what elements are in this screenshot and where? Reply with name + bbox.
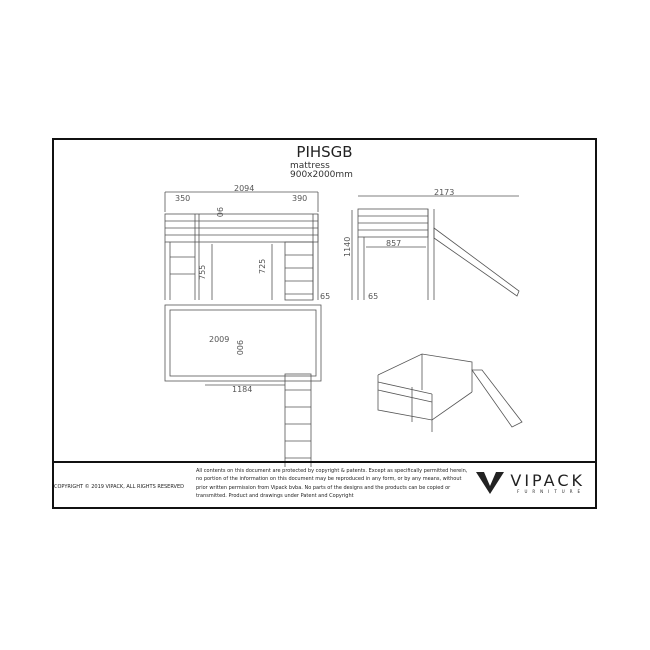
side-view: 2173 1140 857 65: [343, 188, 520, 301]
top-view: 2009 900 1184: [164, 304, 322, 467]
dim-top-offset: 1184: [232, 385, 252, 394]
dim-top-width: 900: [235, 340, 244, 355]
dim-front-post: 65: [320, 292, 330, 301]
logo-subtext: FURNITURE: [517, 488, 585, 494]
legal-line: transmitted. Product and drawings under …: [196, 493, 354, 500]
dim-front-h1: 755: [198, 265, 207, 280]
dim-front-rail: 90: [215, 207, 224, 217]
drawing-sheet: PIHSGB mattress 900x2000mm 2094 350 390 …: [52, 138, 597, 509]
legal-notice: All contents on this document are protec…: [196, 467, 467, 501]
vipack-logo: VIPACK FURNITURE: [476, 472, 585, 494]
mattress-size: 900x2000mm: [290, 170, 353, 180]
dim-front-left: 350: [175, 194, 190, 203]
dim-side-inner: 857: [386, 239, 401, 248]
copyright-text: COPYRIGHT © 2019 VIPACK, ALL RIGHTS RESE…: [54, 484, 184, 490]
dim-top-length: 2009: [209, 335, 229, 344]
mattress-label: mattress: [290, 161, 330, 171]
dim-front-total: 2094: [234, 184, 254, 193]
technical-drawing: 2094 350 390 90 755 725 65 2173 1140 857…: [164, 184, 523, 467]
dim-front-h2: 725: [258, 259, 267, 274]
logo-text: VIPACK: [510, 470, 585, 490]
product-code: PIHSGB: [296, 143, 353, 161]
title-block: COPYRIGHT © 2019 VIPACK, ALL RIGHTS RESE…: [54, 461, 595, 507]
legal-line: All contents on this document are protec…: [196, 468, 468, 474]
dim-side-post: 65: [368, 292, 378, 301]
dim-side-total: 2173: [434, 188, 454, 197]
vipack-logo-mark-icon: [476, 472, 505, 494]
dim-front-right: 390: [292, 194, 307, 203]
legal-line: no portion of the information on this do…: [196, 476, 462, 483]
legal-line: prior written permission from Vipack bvb…: [196, 484, 451, 491]
isometric-view: [377, 353, 523, 432]
dim-side-height: 1140: [343, 237, 352, 257]
front-view: 2094 350 390 90 755 725 65: [164, 184, 330, 301]
